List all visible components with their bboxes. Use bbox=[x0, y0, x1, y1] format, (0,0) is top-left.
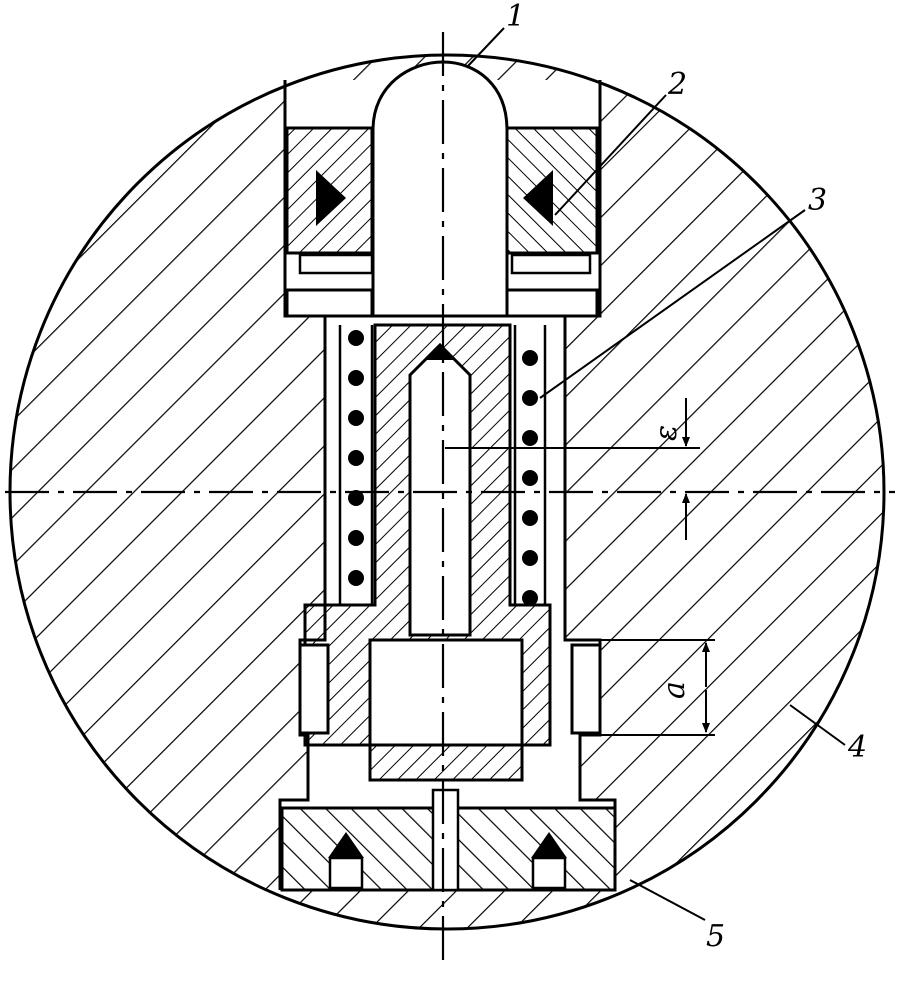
spring-coil-dot bbox=[348, 530, 364, 546]
coil-spring bbox=[338, 325, 547, 606]
spring-coil-dot bbox=[348, 490, 364, 506]
offset-dimension: ε bbox=[649, 398, 690, 540]
sleeve-cone-tip bbox=[425, 345, 455, 360]
spring-coils-right bbox=[522, 350, 538, 606]
spring-coil-dot bbox=[348, 570, 364, 586]
left-lower-ring bbox=[298, 643, 330, 735]
left-gland bbox=[285, 126, 374, 318]
guide-sleeve bbox=[303, 323, 552, 782]
spring-coil-dot bbox=[348, 330, 364, 346]
spring-coil-dot bbox=[522, 510, 538, 526]
spring-coil-dot bbox=[348, 370, 364, 386]
plunger bbox=[371, 60, 509, 318]
base-plate bbox=[280, 788, 617, 892]
callout-3: 3 bbox=[808, 183, 827, 218]
callout-5: 5 bbox=[706, 919, 725, 954]
right-lower-ring bbox=[570, 643, 602, 735]
spring-coil-dot bbox=[348, 450, 364, 466]
spring-coil-dot bbox=[348, 410, 364, 426]
gap-dimension: a bbox=[600, 639, 715, 736]
spring-coil-dot bbox=[522, 350, 538, 366]
spring-coils-left bbox=[348, 330, 364, 586]
spring-coil-dot bbox=[522, 390, 538, 406]
spring-coil-dot bbox=[522, 590, 538, 606]
spring-coil-dot bbox=[522, 470, 538, 486]
callout-2: 2 bbox=[667, 67, 687, 102]
spring-coil-dot bbox=[522, 550, 538, 566]
callout-1: 1 bbox=[506, 0, 525, 34]
spring-coil-dot bbox=[522, 430, 538, 446]
callout-leaders bbox=[467, 27, 846, 921]
dimension-epsilon: ε bbox=[649, 425, 684, 441]
dimension-a: a bbox=[657, 681, 692, 699]
callout-4: 4 bbox=[847, 730, 867, 765]
right-gland bbox=[505, 126, 599, 318]
